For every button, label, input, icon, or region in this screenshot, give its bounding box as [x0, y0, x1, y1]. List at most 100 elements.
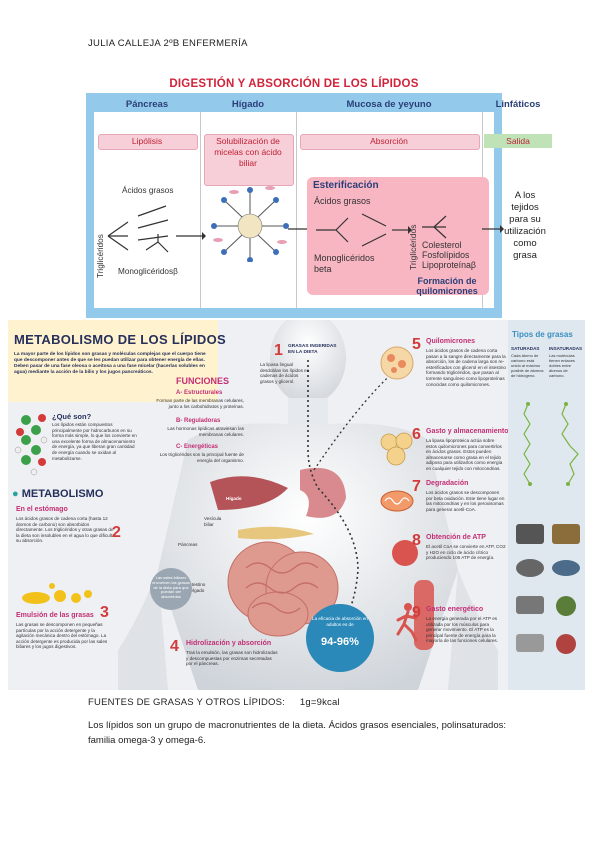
band-mucosa [300, 134, 480, 150]
esterification-box [307, 177, 489, 295]
sources-label: FUENTES DE GRASAS Y OTROS LÍPIDOS: [88, 697, 286, 708]
esterificacion-title: Esterificación [313, 180, 379, 191]
salida-line: grasa [513, 250, 537, 261]
adipose-cells-icon [380, 432, 413, 466]
monogliceridos-label: Monoglicéridosβ [118, 267, 178, 276]
lipids-paragraph: Los lípidos son un grupo de macronutrien… [88, 720, 506, 746]
step4-text: Tras la emulsión, las grasas son hidroli… [186, 650, 278, 667]
column-header-pancreas: Páncreas [125, 99, 169, 110]
que-son-text: Los lípidos están compuestos principalme… [52, 422, 137, 461]
salida-line: tejidos [511, 202, 539, 213]
trigliceridos-label-right: Triglicéridos [408, 204, 420, 274]
fat-type-unsaturated: INSATURADAS [549, 346, 583, 351]
funcion-b-text: Las hormonas lipídicas atraviesan las me… [167, 426, 244, 437]
step7-text: Los ácidos grasos se descomponen por bet… [426, 490, 505, 512]
step5-number: 5 [412, 336, 421, 353]
column-divider [296, 112, 297, 308]
step2-text: Los ácidos grasos de cadena corta (hasta… [16, 516, 115, 544]
body-silhouette [118, 320, 498, 690]
process-absorcion: Absorción [370, 136, 408, 146]
fat-type-unsaturated-text: Las moléculas tienen enlaces dobles entr… [549, 353, 575, 378]
metabolismo-label: ● METABOLISMO [12, 488, 103, 500]
organ-liver-label: Hígado [226, 496, 242, 501]
process-lipolisis: Lipólisis [131, 136, 163, 146]
bullet-icon: ● [12, 488, 19, 500]
funcion-b-title: B- Reguladoras [176, 418, 221, 424]
step7-title: Degradación [426, 480, 469, 487]
step9-number: 9 [412, 604, 421, 621]
funcion-c-text: Los triglicéridos son la principal fuent… [159, 452, 244, 463]
absorption-value: 94-96% [321, 636, 359, 648]
esterification-diagram [316, 213, 412, 247]
food-sources-icons [516, 524, 580, 654]
funciones-title: FUNCIONES [176, 376, 230, 386]
salida-description: A los tejidos para su utilización como g… [498, 190, 552, 262]
step5-title: Quilomicrones [426, 338, 476, 345]
bile-note-bubble [150, 568, 192, 610]
lipid-molecule-icon [14, 414, 48, 476]
bile-note-text: Las sales biliares envuelven las grasas … [152, 575, 190, 600]
process-solubilizacion: Solubilización de micelas con ácido bili… [214, 136, 282, 168]
step7-number: 7 [412, 478, 421, 495]
step3-title: Emulsión de las grasas [16, 612, 94, 619]
micelle-diagram [211, 186, 289, 262]
acidos-grasos-right: Ácidos grasos [314, 196, 371, 206]
column-divider [200, 112, 201, 308]
acidos-grasos-label: Ácidos grasos [122, 186, 174, 195]
salida-line: utilización [504, 226, 546, 237]
column-header-higado: Hígado [231, 99, 265, 110]
product-colesterol: Colesterol [422, 240, 462, 250]
products-list: Colesterol Fosfolípidos Lipoproteínaβ [422, 240, 476, 270]
figure-title: DIGESTIÓN Y ABSORCIÓN DE LOS LÍPIDOS [169, 78, 419, 90]
step8-text: El acetil CoA se convierte en ATP, CO2 y… [426, 544, 506, 561]
fat-type-saturated-text: Cada átomo de carbono está unido al máxi… [511, 353, 544, 378]
column-header-mucosa: Mucosa de yeyuno [346, 99, 432, 110]
metabolismo-text: METABOLISMO [21, 488, 104, 500]
funcion-a-text: Forman parte de las membranas celulares,… [156, 398, 244, 409]
step3-number: 3 [100, 604, 109, 621]
step1-text: La lipasa lingual desdoblan los lípidos … [260, 362, 310, 384]
intro-text: La mayor parte de los lípidos son grasas… [14, 352, 206, 375]
digestion-figure: DIGESTIÓN Y ABSORCIÓN DE LOS LÍPIDOS Pán… [86, 72, 552, 318]
triglyceride-fork [422, 215, 447, 239]
trigliceridos-right-text: Triglicéridos [408, 224, 418, 270]
step4-title: Hidrolización y absorción [186, 640, 272, 647]
trigliceridos-label-left: Triglicéridos [94, 200, 106, 280]
trigliceridos-text: Triglicéridos [96, 234, 105, 278]
arrow-to-linfaticos [482, 225, 504, 233]
column-header-linfaticos: Linfáticos [495, 99, 541, 110]
step9-text: La energía generada por el ATP es utiliz… [426, 616, 499, 644]
absorption-note: La eficacia de absorción en adultos es d… [312, 616, 368, 627]
chylomicron-icon [380, 346, 414, 380]
step6-text: La lipasa lipoproteica actúa sobre estos… [426, 438, 503, 471]
lipolysis-diagram [107, 205, 206, 253]
step6-title: Gasto y almacenamiento [426, 428, 509, 435]
band-higado [204, 134, 294, 186]
step4-number: 4 [170, 638, 179, 655]
infographic-title: METABOLISMO DE LOS LÍPIDOS [14, 332, 226, 347]
kcal-value: 1g=9kcal [299, 697, 340, 708]
organ-gallbladder-label: Vesícula biliar [204, 516, 222, 527]
process-salida: Salida [506, 136, 530, 146]
atp-icon [392, 540, 418, 566]
step2-number: 2 [112, 524, 121, 541]
step1-number: 1 [274, 342, 283, 359]
salida-line: A los [514, 190, 536, 201]
product-lipoproteina: Lipoproteínaβ [422, 260, 476, 270]
monogliceridos-beta: Monoglicéridos beta [314, 253, 375, 274]
band-pancreas [98, 134, 198, 150]
fatty-acid-chains-icon [523, 402, 579, 486]
step3-text: Las grasas se descomponen en pequeñas pa… [16, 622, 108, 650]
author-header: JULIA CALLEJA 2ºB ENFERMERÍA [88, 38, 248, 49]
fat-type-saturated: SATURADAS [511, 346, 540, 351]
sources-heading: FUENTES DE GRASAS Y OTROS LÍPIDOS: 1g=9k… [88, 697, 340, 708]
formacion-quilomicrones: Formación de quilomicrones [416, 276, 478, 296]
fat-types-panel [508, 320, 585, 690]
step9-title: Gasto energético [426, 606, 484, 613]
funcion-a-title: A- Estructurales [176, 390, 223, 396]
step5-text: Los ácidos grasos de cadena corta pasan … [426, 348, 506, 387]
step2-title: En el estómago [16, 506, 68, 513]
organ-intestine-label: Intestino delgado [188, 582, 206, 593]
mitochondria-icon [380, 490, 414, 512]
fat-types-title: Tipos de grasas [512, 330, 573, 339]
